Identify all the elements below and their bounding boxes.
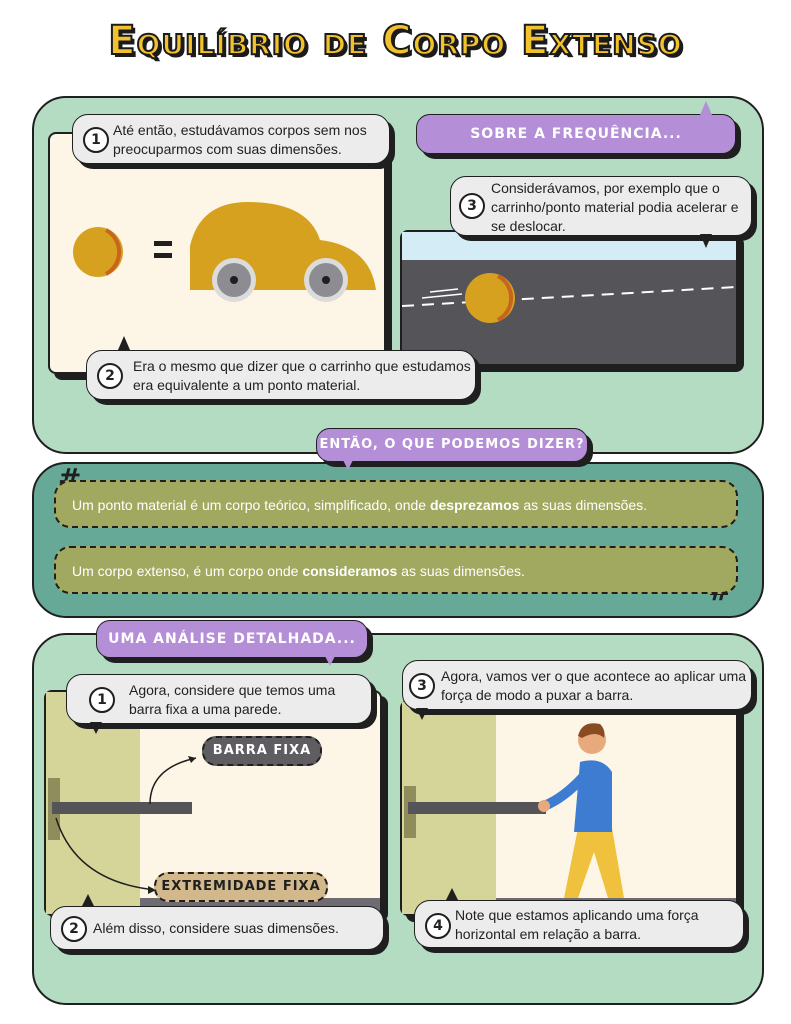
header-sobre-frequencia: SOBRE A FREQUÊNCIA... xyxy=(416,114,736,154)
step-number: 1 xyxy=(83,127,109,153)
bubble-text: Considerávamos, por exemplo que o carrin… xyxy=(491,180,739,234)
bubble-tail xyxy=(82,894,94,906)
speech-bubble-analysis-3: 3 Agora, vamos ver o que acontece ao apl… xyxy=(402,660,752,710)
header-tail xyxy=(700,101,712,115)
bubble-tail xyxy=(416,708,428,720)
bubble-text: Até então, estudávamos corpos sem nos pr… xyxy=(113,122,367,157)
label-extremidade-fixa: EXTREMIDADE FIXA xyxy=(154,872,328,902)
speech-bubble-1: 1 Até então, estudávamos corpos sem nos … xyxy=(72,114,390,164)
equals-sign xyxy=(154,241,172,246)
speech-bubble-analysis-4: 4 Note que estamos aplicando uma força h… xyxy=(414,900,744,948)
label-barra-fixa: BARRA FIXA xyxy=(202,736,322,766)
page-title: Equilíbrio de Corpo Extenso xyxy=(107,17,683,65)
step-number: 2 xyxy=(61,916,87,942)
bubble-text: Além disso, considere suas dimensõеs. xyxy=(93,920,339,936)
moving-point-road-illustration xyxy=(401,232,737,364)
person-legs xyxy=(564,828,624,898)
step-number: 4 xyxy=(425,913,451,939)
road-illustration-card xyxy=(400,230,738,366)
car-illustration-card xyxy=(48,132,386,374)
bubble-text: Agora, considere que temos uma barra fix… xyxy=(129,682,336,717)
person-pulling-bar-illustration xyxy=(402,702,736,914)
speech-bubble-analysis-2: 2 Além disso, considere suas dimensõеs. xyxy=(50,906,384,950)
step-number: 2 xyxy=(97,363,123,389)
step-number: 3 xyxy=(459,193,485,219)
bubble-text: Era o mesmo que dizer que o carrinho que… xyxy=(133,358,471,393)
header-tail xyxy=(342,458,354,470)
step-number: 1 xyxy=(89,687,115,713)
bubble-text: Note que estamos aplicando uma força hor… xyxy=(455,907,699,942)
moving-point-circle xyxy=(465,273,515,323)
pulled-bar xyxy=(408,802,546,814)
speech-bubble-2: 2 Era o mesmo que dizer que o carrinho q… xyxy=(86,350,476,400)
pulling-bar-card xyxy=(400,700,738,916)
bubble-tail xyxy=(90,722,102,734)
speech-bubble-analysis-1: 1 Agora, considere que temos uma barra f… xyxy=(66,674,372,724)
bubble-tail xyxy=(118,336,130,350)
definition-point-material: Um ponto material é um corpo teórico, si… xyxy=(54,480,738,528)
bubble-tail xyxy=(700,234,712,248)
definition-corpo-extenso: Um corpo extenso, é um corpo onde consid… xyxy=(54,546,738,594)
step-number: 3 xyxy=(409,673,435,699)
person-shirt xyxy=(574,760,612,832)
speech-bubble-3: 3 Considerávamos, por exemplo que o carr… xyxy=(450,176,752,236)
bubble-text: Agora, vamos ver o que acontece ao aplic… xyxy=(441,668,747,703)
header-analise: UMA ANÁLISE DETALHADA... xyxy=(96,620,368,658)
point-equals-car-illustration xyxy=(73,202,376,302)
header-entao: ENTÃO, O QUE PODEMOS DIZER? xyxy=(316,428,588,462)
header-tail xyxy=(324,654,336,666)
fixed-bar xyxy=(52,802,192,814)
bubble-tail xyxy=(446,888,458,900)
point-material-circle xyxy=(73,227,123,277)
